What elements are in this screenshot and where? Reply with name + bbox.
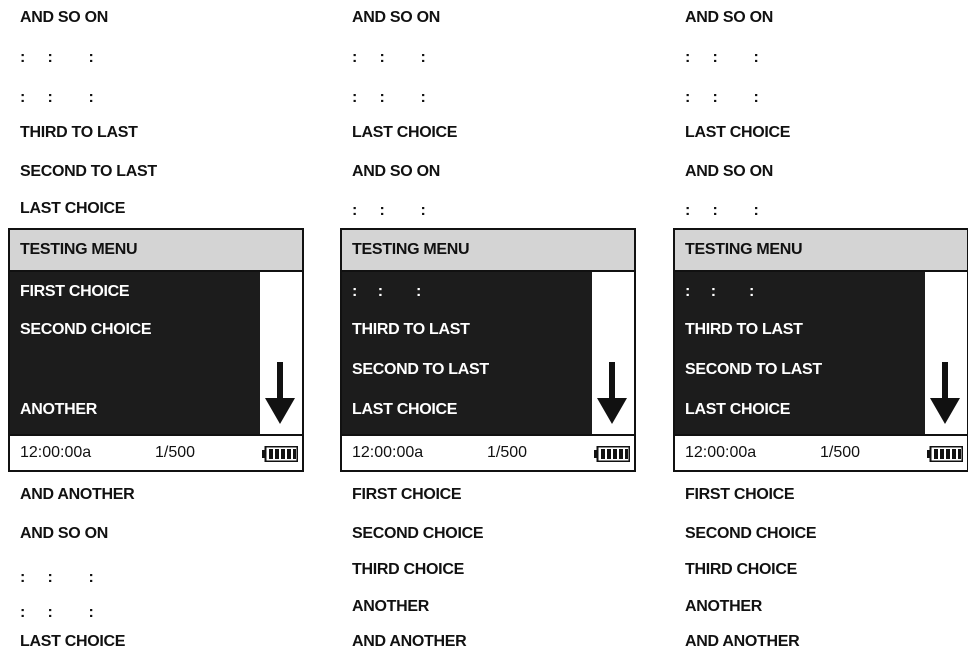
title-bar: TESTING MENU [10,230,262,270]
title-corner-cell [260,230,302,270]
page-counter: 1/500 [155,444,196,461]
offscreen-item: AND SO ON [20,525,108,542]
offscreen-item: : : : [20,569,94,586]
offscreen-item: AND SO ON [352,9,440,26]
offscreen-item: AND SO ON [20,9,108,26]
status-bar: 12:00:00a 1/500 [10,434,302,470]
title-bar: TESTING MENU [675,230,927,270]
offscreen-item: SECOND CHOICE [352,525,484,542]
scroll-example-2: AND SO ON : : : : : : LAST CHOICE AND SO… [340,0,640,657]
offscreen-item: AND SO ON [685,163,773,180]
menu-item[interactable]: : : : [352,283,421,300]
battery-full-icon [262,446,298,462]
status-bar: 12:00:00a 1/500 [342,434,634,470]
offscreen-item: THIRD CHOICE [685,561,797,578]
offscreen-item: SECOND CHOICE [685,525,817,542]
menu-item[interactable]: THIRD TO LAST [352,321,470,338]
offscreen-item: LAST CHOICE [685,124,791,141]
battery-full-icon [594,446,630,462]
menu-item[interactable]: LAST CHOICE [685,401,791,418]
offscreen-item: : : : [352,49,426,66]
device-screen: TESTING MENU : : : THIRD TO LAST SECOND … [340,228,636,472]
device-screen: TESTING MENU : : : THIRD TO LAST SECOND … [673,228,968,472]
menu-item[interactable]: THIRD TO LAST [685,321,803,338]
status-bar: 12:00:00a 1/500 [675,434,967,470]
page-counter: 1/500 [487,444,528,461]
offscreen-item: ANOTHER [685,598,763,615]
clock: 12:00:00a [685,444,757,461]
battery-full-icon [927,446,963,462]
scroll-example-3: AND SO ON : : : : : : LAST CHOICE AND SO… [673,0,968,657]
page-counter: 1/500 [820,444,861,461]
device-screen: TESTING MENU FIRST CHOICE SECOND CHOICE … [8,228,304,472]
offscreen-item: FIRST CHOICE [685,486,795,503]
clock: 12:00:00a [352,444,424,461]
menu-item[interactable]: : : : [685,283,754,300]
title-corner-cell [925,230,967,270]
offscreen-item: AND ANOTHER [20,486,135,503]
offscreen-item: THIRD TO LAST [20,124,138,141]
offscreen-item: : : : [20,89,94,106]
menu-list: : : : THIRD TO LAST SECOND TO LAST LAST … [675,272,927,436]
title-corner-cell [592,230,634,270]
offscreen-item: AND SO ON [352,163,440,180]
menu-item[interactable]: ANOTHER [20,401,98,418]
menu-item[interactable]: SECOND CHOICE [20,321,152,338]
scroll-indicator[interactable] [925,272,967,436]
offscreen-item: ANOTHER [352,598,430,615]
offscreen-item: THIRD CHOICE [352,561,464,578]
menu-item[interactable]: SECOND TO LAST [352,361,489,378]
arrow-down-icon [930,362,960,424]
menu-item[interactable]: FIRST CHOICE [20,283,130,300]
scroll-example-1: AND SO ON : : : : : : THIRD TO LAST SECO… [8,0,308,657]
offscreen-item: FIRST CHOICE [352,486,462,503]
menu-item[interactable]: LAST CHOICE [352,401,458,418]
offscreen-item: AND ANOTHER [352,633,467,650]
title-bar: TESTING MENU [342,230,594,270]
scroll-indicator[interactable] [260,272,302,436]
offscreen-item: LAST CHOICE [20,200,126,217]
offscreen-item: : : : [685,89,759,106]
arrow-down-icon [265,362,295,424]
offscreen-item: : : : [20,49,94,66]
menu-list: : : : THIRD TO LAST SECOND TO LAST LAST … [342,272,594,436]
offscreen-item: LAST CHOICE [20,633,126,650]
offscreen-item: SECOND TO LAST [20,163,157,180]
offscreen-item: AND ANOTHER [685,633,800,650]
offscreen-item: AND SO ON [685,9,773,26]
offscreen-item: : : : [685,49,759,66]
menu-title: TESTING MENU [20,241,138,258]
menu-item[interactable]: SECOND TO LAST [685,361,822,378]
menu-list: FIRST CHOICE SECOND CHOICE ANOTHER [10,272,262,436]
clock: 12:00:00a [20,444,92,461]
offscreen-item: LAST CHOICE [352,124,458,141]
offscreen-item: : : : [685,202,759,219]
menu-title: TESTING MENU [352,241,470,258]
arrow-down-icon [597,362,627,424]
offscreen-item: : : : [352,202,426,219]
scroll-indicator[interactable] [592,272,634,436]
offscreen-item: : : : [20,604,94,621]
offscreen-item: : : : [352,89,426,106]
menu-title: TESTING MENU [685,241,803,258]
